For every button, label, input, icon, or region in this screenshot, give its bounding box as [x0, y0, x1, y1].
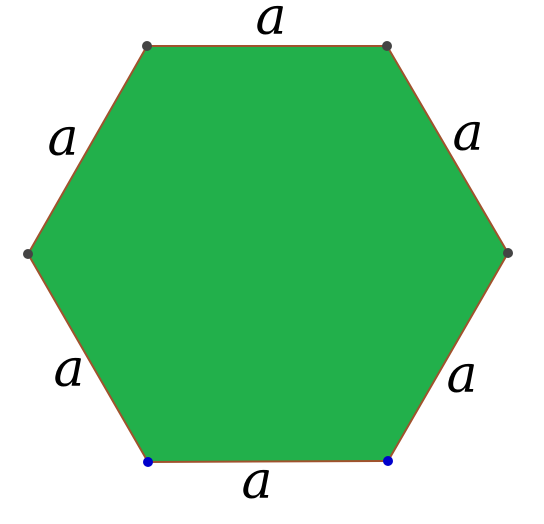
side-label-upper-right: a: [452, 103, 483, 163]
side-label-upper-left: a: [47, 108, 78, 168]
vertex-bottom-right: [383, 456, 393, 466]
vertex-bottom-left: [143, 457, 153, 467]
side-label-lower-left: a: [53, 339, 84, 399]
side-label-top: a: [255, 0, 286, 47]
vertex-right: [503, 248, 513, 258]
vertex-top-left: [142, 41, 152, 51]
side-label-bottom: a: [241, 451, 272, 511]
vertex-left: [23, 249, 33, 259]
vertex-top-right: [382, 41, 392, 51]
hexagon-face: [27, 45, 509, 463]
side-label-lower-right: a: [446, 345, 477, 405]
